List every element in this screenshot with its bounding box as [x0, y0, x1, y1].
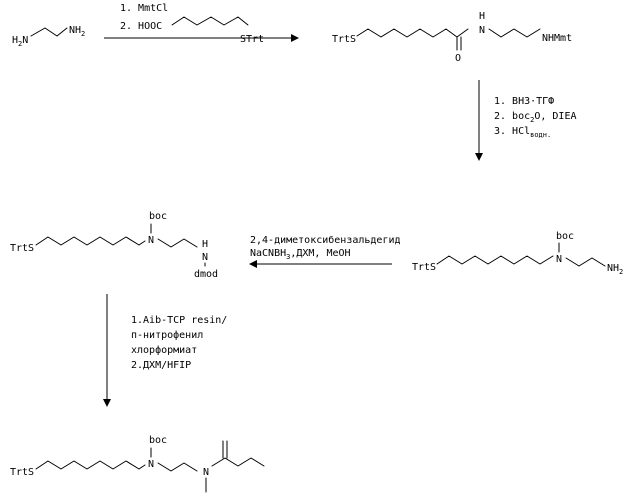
- amine-structure: TrtS N boc NH2: [412, 231, 623, 276]
- product-structure: TrtS N boc N: [10, 435, 264, 492]
- amide-ethylene: [489, 29, 540, 37]
- dmod-label: dmod: [194, 269, 218, 280]
- amine-n: N: [556, 254, 562, 265]
- step3: 2,4-диметоксибензальдегид NaCNBH3,ДХМ, M…: [250, 234, 401, 264]
- step3-line2: NaCNBH3,ДХМ, MeOH: [250, 248, 351, 261]
- product-alkyl-chain: [212, 458, 264, 466]
- ethylenediamine-structure: H2N NH2: [12, 25, 85, 48]
- step2-line2: 2. boc2O, DIEA: [494, 111, 577, 124]
- amine-nh2: NH2: [607, 263, 623, 276]
- amide-chain: [357, 29, 468, 37]
- step1-strt: STrt: [240, 34, 264, 45]
- step4-line2: п-нитрофенил: [131, 329, 203, 341]
- step2: 1. BH3·TГФ 2. boc2O, DIEA 3. HClводн.: [479, 80, 577, 160]
- amide-n: N: [479, 25, 485, 36]
- dmod-chain: [36, 237, 145, 245]
- product-n2: N: [203, 467, 209, 478]
- step3-line1: 2,4-диметоксибензальдегид: [250, 234, 401, 246]
- amide-nhmmt: NHMmt: [542, 33, 572, 44]
- amide-trts: TrtS: [332, 34, 356, 45]
- product-chain: [36, 461, 145, 469]
- step1: 1. MmtCl 2. HOOC STrt: [104, 3, 298, 45]
- step4-line1: 1.Aib-TCP resin/: [131, 315, 227, 326]
- step4-line3: хлорформиат: [131, 344, 197, 356]
- dmod-boc: boc: [149, 211, 167, 222]
- dmod-ethylene: [158, 239, 197, 247]
- step2-line3: 3. HClводн.: [494, 126, 551, 139]
- h2n-label: H2N: [12, 35, 28, 48]
- amine-boc: boc: [556, 231, 574, 242]
- nh2-label: NH2: [69, 25, 85, 38]
- dmod-structure: TrtS N boc H N dmod: [10, 211, 218, 280]
- dmod-trts: TrtS: [10, 243, 34, 254]
- product-ethylene: [158, 463, 197, 471]
- hexanoyl-chain: [172, 17, 248, 25]
- step4: 1.Aib-TCP resin/ п-нитрофенил хлорформиа…: [107, 294, 227, 406]
- amide-h: H: [479, 11, 485, 22]
- ethylene-bonds: [31, 28, 67, 36]
- amine-ethylene: [566, 258, 605, 266]
- step1-line2: 2. HOOC: [120, 21, 162, 32]
- dmod-nh-n: N: [202, 252, 208, 263]
- product-n1: N: [148, 459, 154, 470]
- amide-structure: TrtS O H N NHMmt: [332, 11, 572, 64]
- step4-line4: 2.ДХМ/HFIP: [131, 360, 191, 371]
- product-boc: boc: [149, 435, 167, 446]
- dmod-h: H: [202, 239, 208, 250]
- amine-chain: [437, 256, 553, 264]
- amide-o: O: [455, 53, 461, 64]
- step1-line1: 1. MmtCl: [120, 3, 168, 14]
- dmod-n: N: [148, 235, 154, 246]
- product-trts: TrtS: [10, 467, 34, 478]
- step2-line1: 1. BH3·TГФ: [494, 96, 554, 107]
- amine-trts: TrtS: [412, 262, 436, 273]
